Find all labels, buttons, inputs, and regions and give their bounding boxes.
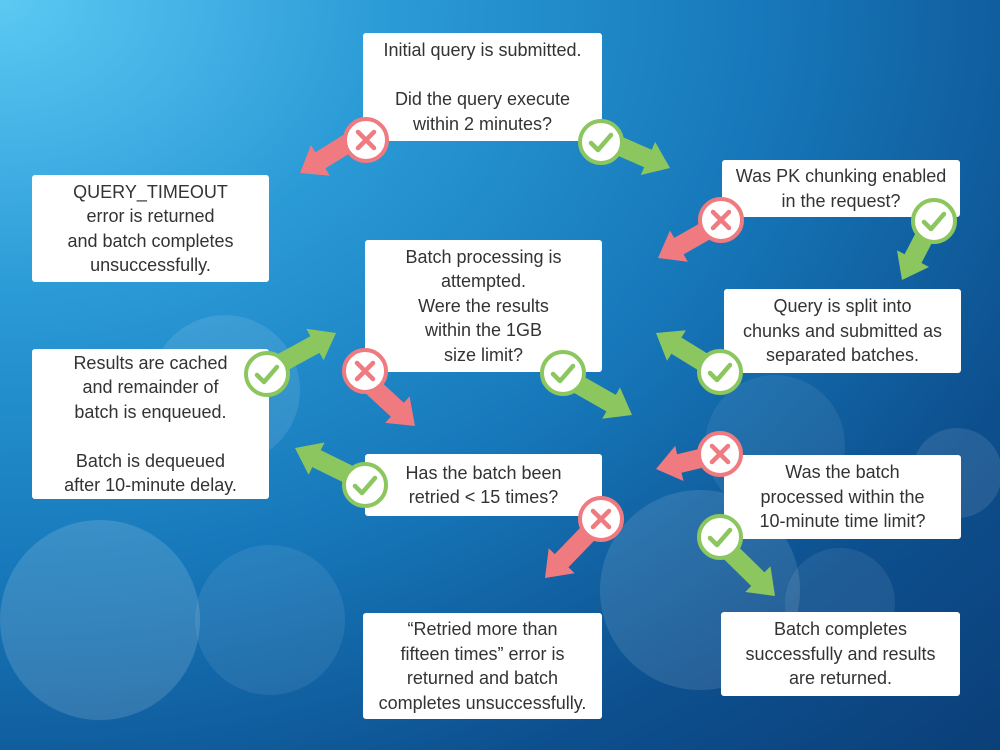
checkmark-icon bbox=[244, 351, 290, 397]
batch-completes-box: Batch completes successfully and results… bbox=[721, 612, 960, 696]
pk-chunking-box: Was PK chunking enabled in the request? bbox=[722, 160, 960, 217]
arrow-to-query-timeout bbox=[300, 133, 355, 176]
retried-error-box: “Retried more than fifteen times” error … bbox=[363, 613, 602, 719]
checkmark-icon bbox=[578, 119, 624, 165]
x-mark-icon bbox=[343, 117, 389, 163]
checkmark-icon bbox=[697, 514, 743, 560]
initial-query-box: Initial query is submitted. Did the quer… bbox=[363, 33, 602, 141]
checkmark-icon bbox=[697, 349, 743, 395]
retried-check-text: Has the batch been retried < 15 times? bbox=[405, 462, 562, 508]
results-cached-text: Results are cached and remainder of batc… bbox=[64, 352, 237, 496]
retried-error-text: “Retried more than fifteen times” error … bbox=[378, 619, 587, 713]
query-split-text: Query is split into chunks and submitted… bbox=[742, 296, 943, 366]
time-limit-text: Was the batch processed within the 10-mi… bbox=[759, 462, 926, 532]
initial-query-text: Initial query is submitted. Did the quer… bbox=[383, 40, 582, 134]
x-mark-icon bbox=[698, 197, 744, 243]
bokeh-circle bbox=[195, 545, 345, 695]
batch-processing-text: Batch processing is attempted. Were the … bbox=[405, 246, 562, 365]
retried-check-box: Has the batch been retried < 15 times? bbox=[365, 454, 602, 516]
query-timeout-box: QUERY_TIMEOUT error is returned and batc… bbox=[32, 175, 269, 282]
x-mark-icon bbox=[342, 348, 388, 394]
checkmark-icon bbox=[911, 198, 957, 244]
checkmark-icon bbox=[540, 350, 586, 396]
x-mark-icon bbox=[697, 431, 743, 477]
query-timeout-text: QUERY_TIMEOUT error is returned and batc… bbox=[67, 181, 234, 276]
bokeh-circle bbox=[0, 520, 200, 720]
x-mark-icon bbox=[578, 496, 624, 542]
query-split-box: Query is split into chunks and submitted… bbox=[724, 289, 961, 373]
results-cached-box: Results are cached and remainder of batc… bbox=[32, 349, 269, 499]
time-limit-box: Was the batch processed within the 10-mi… bbox=[724, 455, 961, 539]
pk-chunking-text: Was PK chunking enabled in the request? bbox=[735, 166, 947, 211]
batch-completes-text: Batch completes successfully and results… bbox=[745, 619, 936, 689]
checkmark-icon bbox=[342, 462, 388, 508]
